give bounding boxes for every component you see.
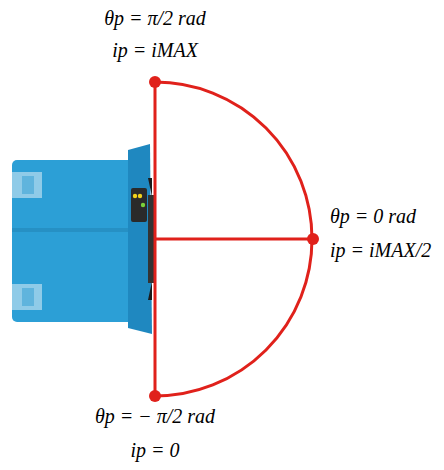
angle-label: ip = iMAX [112,38,198,62]
angle-dot [149,390,161,402]
angle-label: ip = 0 [130,438,179,462]
scanner-recess [22,288,34,306]
scanner-recess [12,284,42,310]
status-led [133,194,137,198]
radius-line [155,238,313,241]
scanner-seam [12,228,136,232]
angle-dot [307,233,319,245]
range-arc [155,82,312,396]
scanner-body [12,160,136,322]
scan-window [148,195,154,283]
scanner-recess [12,172,42,198]
scanner-recess [22,176,34,194]
angle-label: θp = π/2 rad [104,6,206,30]
angle-label: θp = 0 rad [330,204,416,228]
status-led [141,203,145,207]
angle-label: ip = iMAX/2 [330,238,431,262]
status-panel [131,188,147,222]
status-led [138,194,142,198]
angle-dot [149,76,161,88]
angle-label: θp = − π/2 rad [95,404,215,428]
